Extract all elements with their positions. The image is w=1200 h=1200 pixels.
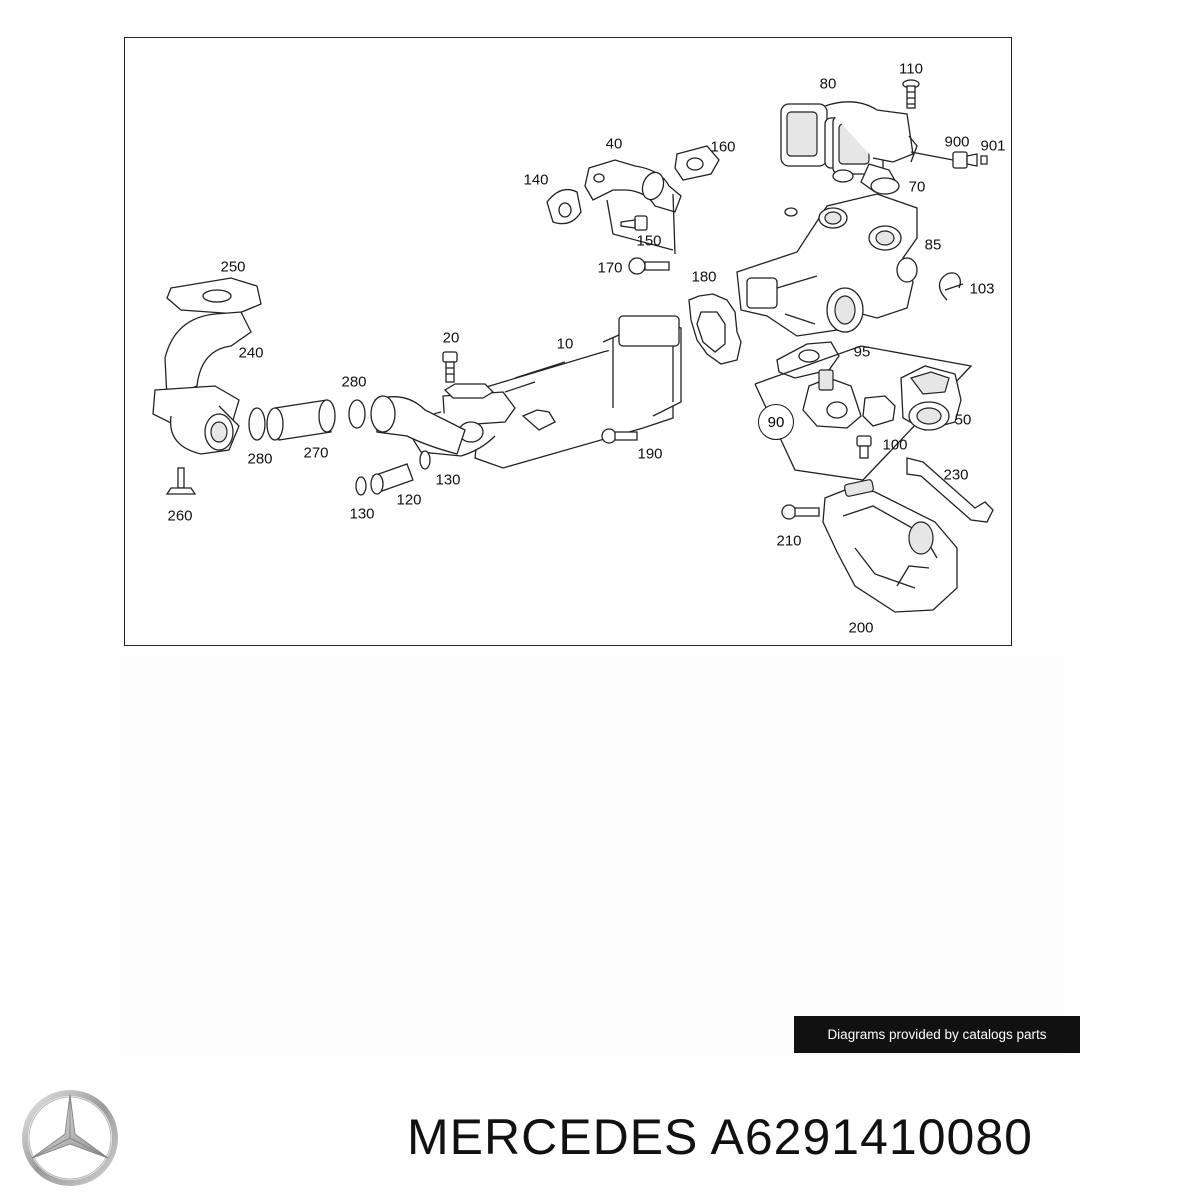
parts-drawing [152,79,994,613]
part-label-180: 180 [691,268,717,286]
part-label-210: 210 [776,532,802,550]
pipe-120-drawing [355,450,431,496]
gasket-180-drawing [688,293,742,365]
part-label-160: 160 [710,138,736,156]
bolt-150-drawing [620,215,648,231]
part-label-250: 250 [220,258,246,276]
diagram-credit-text: Diagrams provided by catalogs parts [827,1027,1047,1042]
bracket-230-drawing [906,457,994,523]
part-label-140: 140 [523,171,549,189]
bolt-260-drawing [165,467,197,495]
bracket-20-drawing [443,383,495,399]
part-label-150: 150 [636,232,662,250]
bolt-110-drawing [902,79,920,109]
part-label-70: 70 [908,178,926,196]
part-label-110: 110 [899,60,923,78]
brand-part-number: A6291410080 [710,1109,1033,1165]
part-label-100: 100 [882,436,908,454]
part-label-240: 240 [238,344,264,362]
actuator-assembly-drawing [780,101,918,195]
part-label-10: 10 [556,335,574,353]
part-label-190: 190 [637,445,663,463]
lower-canvas-area [120,655,1065,1055]
part-label-95: 95 [853,343,871,361]
part-50-drawing [900,365,962,431]
part-label-200: 200 [848,619,874,637]
part-label-20: 20 [442,329,460,347]
part-label-103: 103 [969,280,995,298]
mercedes-star-icon [22,1090,118,1186]
part-label-230: 230 [943,466,969,484]
bolt-170-drawing [628,257,670,275]
pipe-270-drawing [248,395,466,455]
part-label-80: 80 [819,75,837,93]
valve-90-drawing [802,369,896,429]
part-label-130-left: 130 [349,505,375,523]
brand-title: MERCEDES A6291410080 [407,1108,1033,1166]
parts-diagram: 80 110 900 901 70 40 160 140 150 170 85 … [124,37,1012,646]
clip-103-drawing [938,272,964,301]
part-label-40: 40 [605,135,623,153]
part-label-120: 120 [396,491,422,509]
part-label-260: 260 [167,507,193,525]
pipe-40-drawing [584,159,682,213]
heat-shield-200-drawing [822,479,958,613]
valve-housing-85-drawing [736,193,918,337]
egr-cooler-10-drawing [410,315,682,469]
bolt-210-drawing [781,504,820,520]
part-label-85: 85 [924,236,942,254]
part-label-270: 270 [303,444,329,462]
diagram-credit-badge: Diagrams provided by catalogs parts [794,1016,1080,1053]
part-label-280-lower: 280 [247,450,273,468]
screw-20-drawing [442,351,458,383]
part-label-900: 900 [944,133,970,151]
part-label-280-upper: 280 [341,373,367,391]
part-callout-90-label: 90 [767,413,785,431]
part-label-901: 901 [980,137,1006,155]
elbow-240-drawing [152,311,252,455]
part-label-170: 170 [597,259,623,277]
bolt-100-drawing [856,435,872,459]
part-label-130-right: 130 [435,471,461,489]
part-callout-90: 90 [758,404,794,440]
sensor-900-901-drawing [910,151,988,169]
brand-name: MERCEDES [407,1109,699,1165]
part-label-50: 50 [954,411,972,429]
bolt-190-drawing [601,428,638,444]
